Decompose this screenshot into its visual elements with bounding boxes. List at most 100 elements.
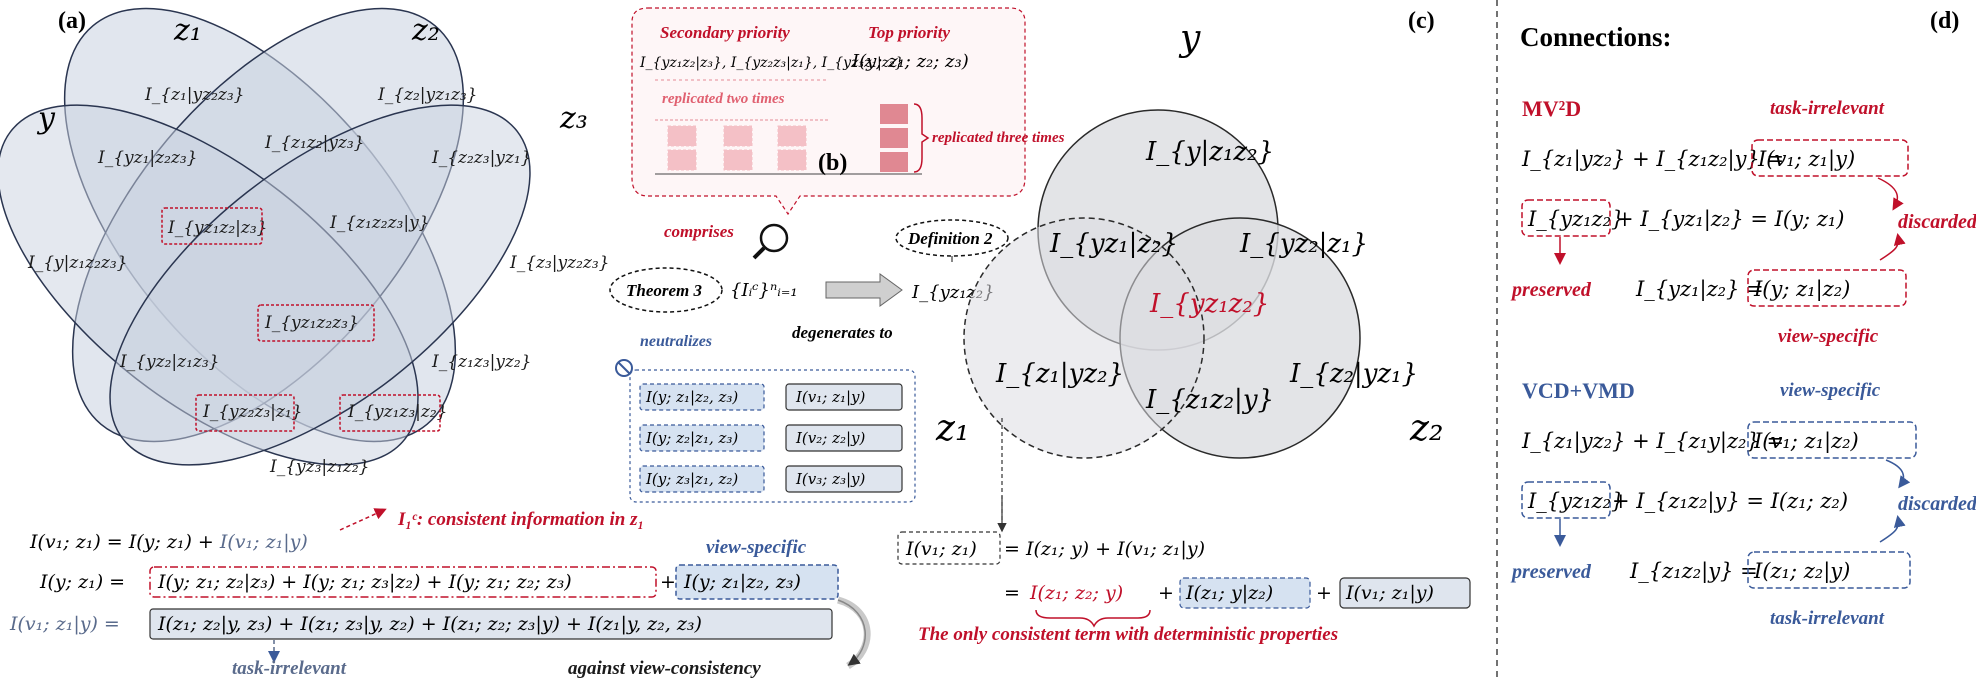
c-region-center: I_{yz₁z₂} <box>1149 289 1269 319</box>
vcd-view-specific: view-specific <box>1780 380 1881 401</box>
region-y-z1-z2: I_{yz₁z₂|z₃} <box>167 218 268 238</box>
vcd-eq3-lhs: I_{z₁z₂|y} = <box>1629 559 1758 584</box>
vcd-eq3-box: I(z₁; z₂|y) <box>1753 559 1850 584</box>
no-icon <box>615 359 633 377</box>
definition-2: Definition 2 <box>907 229 993 248</box>
mv2d-eq3-box: I(y; z₁|z₂) <box>1753 277 1850 302</box>
vcd-eq2-box: I_{yz₁z₂} <box>1527 489 1624 513</box>
eq3-lhs: I(v₁; z₁|y) = <box>9 613 120 635</box>
eq2-box2: I(y; z₁|z₂, z₃) <box>683 571 801 593</box>
neutral-right-3: I(v₃; z₃|y) <box>795 470 866 488</box>
c-region-yz2: I_{yz₂|z₁} <box>1239 229 1368 259</box>
region-y-z1: I_{yz₁|z₂z₃} <box>97 148 198 168</box>
secondary-terms: I_{yz₁z₂|z₃}, I_{yz₂z₃|z₁}, I_{yz₃z₁|z₂} <box>639 55 904 71</box>
vcd-discarded: discarded <box>1898 493 1976 515</box>
mv2d-eq1-box: I(v₁; z₁|y) <box>1757 147 1855 172</box>
mv2d-view-specific: view-specific <box>1778 326 1879 347</box>
c-eq-lhs: I(v₁; z₁) <box>905 538 977 560</box>
panel-label-c: (c) <box>1408 8 1435 34</box>
c-region-y: I_{y|z₁z₂} <box>1145 137 1274 167</box>
set-label-y: y <box>36 101 56 136</box>
theorem-3: Theorem 3 <box>626 281 703 300</box>
c-region-z1z2: I_{z₁z₂|y} <box>1145 385 1274 415</box>
panel-label-d: (d) <box>1930 8 1959 34</box>
panel-c: (c) y z₁ z₂ I_{y|z₁z₂} I_{yz₁|z₂} I_{yz₂… <box>897 8 1471 645</box>
region-y-only: I_{y|z₁z₂z₃} <box>27 253 128 273</box>
against-label: against view-consistency <box>568 658 761 679</box>
replicated-two: replicated two times <box>662 91 785 107</box>
mv2d-discarded: discarded <box>1898 211 1976 233</box>
c-eq2-eq: = <box>1004 582 1020 604</box>
vcd-preserved: preserved <box>1510 561 1592 583</box>
c-eq2-c: I(v₁; z₁|y) <box>1345 582 1434 604</box>
region-y-z1-z2-z3: I_{yz₁z₂z₃} <box>264 313 359 333</box>
neutral-left-2: I(y; z₂|z₁, z₃) <box>645 429 738 447</box>
set-label-z1: z₁ <box>173 13 202 48</box>
c-label-z2: z₂ <box>1409 408 1443 449</box>
c-label-y: y <box>1178 18 1201 59</box>
set-label-z2: z₂ <box>411 13 440 48</box>
eq2-plus: + <box>660 571 676 593</box>
region-y-z2-z3: I_{yz₂z₃|z₁} <box>202 402 303 422</box>
mv2d-label: MV²D <box>1522 96 1581 121</box>
region-z1-z2-z3: I_{z₁z₂z₃|y} <box>329 213 430 233</box>
consistent-note: I₁ᶜ: consistent information in z₁ <box>397 509 644 530</box>
region-y-z1-z3: I_{yz₁z₃|z₂} <box>347 402 448 422</box>
vcd-eq2-rhs: + I_{z₁z₂|y} = I(z₁; z₂) <box>1612 489 1848 514</box>
set-z3-ellipse <box>109 104 531 466</box>
panel-d: Connections: (d) MV²D task-irrelevant I_… <box>1510 8 1976 629</box>
c-eq2-plus1: + <box>1158 582 1174 604</box>
c-region-z1: I_{z₁|yz₂} <box>995 359 1124 389</box>
top-priority: Top priority <box>868 23 950 42</box>
panel-label-a: (a) <box>58 8 86 34</box>
c-label-z1: z₁ <box>935 408 969 449</box>
neutral-left-1: I(y; z₁|z₂, z₃) <box>645 388 738 406</box>
neutral-right-1: I(v₁; z₁|y) <box>795 388 866 406</box>
c-eq2-a: I(z₁; z₂; y) <box>1029 582 1123 604</box>
connections-title: Connections: <box>1520 22 1672 52</box>
region-z3-only: I_{z₃|yz₂z₃} <box>509 253 610 273</box>
only-consistent-label: The only consistent term with determinis… <box>918 624 1338 645</box>
region-y-z3: I_{yz₃|z₁z₂} <box>269 457 370 477</box>
vcd-label: VCD+VMD <box>1522 378 1635 403</box>
c-eq-rhs: = I(z₁; y) + I(v₁; z₁|y) <box>1004 538 1205 560</box>
secondary-priority: Secondary priority <box>660 23 790 42</box>
set-notation: {Iᵢᶜ}ⁿᵢ₌₁ <box>730 280 798 301</box>
eq2-lhs: I(y; z₁) = <box>39 571 125 593</box>
mv2d-eq3-lhs: I_{yz₁|z₂} = <box>1635 277 1764 302</box>
c-region-yz1: I_{yz₁|z₂} <box>1049 229 1178 259</box>
region-z1-only: I_{z₁|yz₂z₃} <box>144 85 245 105</box>
region-y-z2: I_{yz₂|z₁z₃} <box>119 352 220 372</box>
magnifier-icon <box>752 223 789 260</box>
region-z1-z3: I_{z₁z₃|yz₂} <box>431 352 532 372</box>
mv2d-eq2-box: I_{yz₁z₂} <box>1527 207 1624 231</box>
eq3-box: I(z₁; z₂|y, z₃) + I(z₁; z₃|y, z₂) + I(z₁… <box>157 613 702 635</box>
stack-two <box>667 125 807 171</box>
mv2d-eq2-rhs: + I_{yz₁|z₂} = I(y; z₁) <box>1616 207 1844 232</box>
c-eq2-plus2: + <box>1316 582 1332 604</box>
comprises-label: comprises <box>664 222 734 241</box>
region-z2-only: I_{z₂|yz₁z₃} <box>377 85 478 105</box>
stack-three <box>880 104 908 172</box>
mv2d-preserved: preserved <box>1510 279 1592 301</box>
panel-label-b: (b) <box>818 150 847 176</box>
c-eq2-b: I(z₁; y|z₂) <box>1185 582 1273 604</box>
neutral-left-3: I(y; z₃|z₁, z₂) <box>645 470 738 488</box>
vcd-eq1-lhs: I_{z₁|yz₂} + I_{z₁y|z₂} = <box>1521 429 1784 454</box>
neutralizes-label: neutralizes <box>640 333 712 350</box>
view-specific-label-a: view-specific <box>706 537 807 558</box>
panel-b: Secondary priority Top priority I_{yz₁z₂… <box>609 7 1065 503</box>
region-z1-z2: I_{z₁z₂|yz₃} <box>264 133 365 153</box>
mv2d-task-irrelevant: task-irrelevant <box>1770 98 1885 119</box>
eq1: I(v₁; z₁) = I(y; z₁) + I(v₁; z₁|y) <box>29 531 308 553</box>
degenerates-label: degenerates to <box>792 323 893 342</box>
vcd-task-irrelevant: task-irrelevant <box>1770 608 1885 629</box>
venn-4-sets <box>0 7 531 466</box>
set-label-z3: z₃ <box>559 101 588 136</box>
region-z2-z3: I_{z₂z₃|yz₁} <box>431 148 532 168</box>
mv2d-eq1-lhs: I_{z₁|yz₂} + I_{z₁z₂|y} = <box>1521 147 1784 172</box>
panel-a: (a) z₁ z₂ y z₃ I_{z₁|yz₂z₃} I_{z₂|yz₁z₃}… <box>0 7 871 679</box>
replicated-three: replicated three times <box>932 130 1065 146</box>
neutral-right-2: I(v₂; z₂|y) <box>795 429 866 447</box>
eq2-box: I(y; z₁; z₂|z₃) + I(y; z₁; z₃|z₂) + I(y;… <box>157 571 572 593</box>
